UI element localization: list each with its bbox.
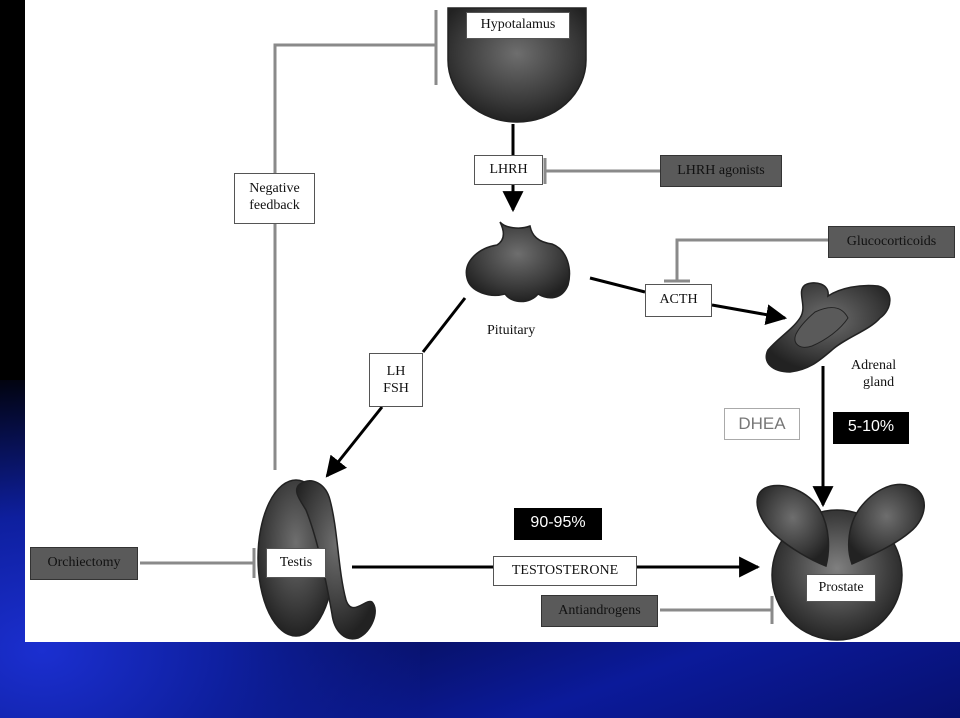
adrenal-line1: Adrenal [851,358,897,373]
lhfsh-to-testis-arrow [325,406,384,478]
adrenal-gland-label: Adrenal gland [851,357,896,391]
orchiectomy-box: Orchiectomy [30,547,138,580]
pituitary-to-acth-line [589,276,646,294]
lh-fsh-box: LH FSH [369,353,423,407]
pituitary-label: Pituitary [487,323,536,338]
adrenal-gland-inner [794,307,849,348]
negative-feedback-line1: Negative [249,181,300,196]
dhea-label: DHEA [724,408,800,440]
testis-label: Testis [266,548,326,578]
prostate-left-lobe [756,484,830,567]
epididymis-shape [295,480,376,640]
fsh-label: FSH [383,381,409,396]
acth-box: ACTH [645,284,712,317]
negative-feedback-box: Negative feedback [234,173,315,224]
antiandrogens-box: Antiandrogens [541,595,658,627]
glucocorticoids-line [675,238,828,280]
negative-feedback-line2: feedback [249,198,300,213]
negative-feedback-line [273,43,436,470]
pituitary-to-lhfsh-line [421,297,467,353]
acth-to-adrenal-arrow [711,303,788,326]
lh-label: LH [386,364,406,379]
lhrh-agonists-box: LHRH agonists [660,155,782,187]
adrenal-percentage-badge: 5-10% [833,412,909,444]
pituitary-shape [465,221,571,303]
glucocorticoids-box: Glucocorticoids [828,226,955,258]
testis-percentage-badge: 90-95% [514,508,602,540]
adrenal-line2: gland [863,375,895,390]
lhrh-box: LHRH [474,155,543,185]
prostate-label: Prostate [806,574,876,602]
hypothalamus-label: Hypotalamus [466,12,570,39]
testosterone-box: TESTOSTERONE [493,556,637,586]
prostate-right-lobe [847,483,925,566]
